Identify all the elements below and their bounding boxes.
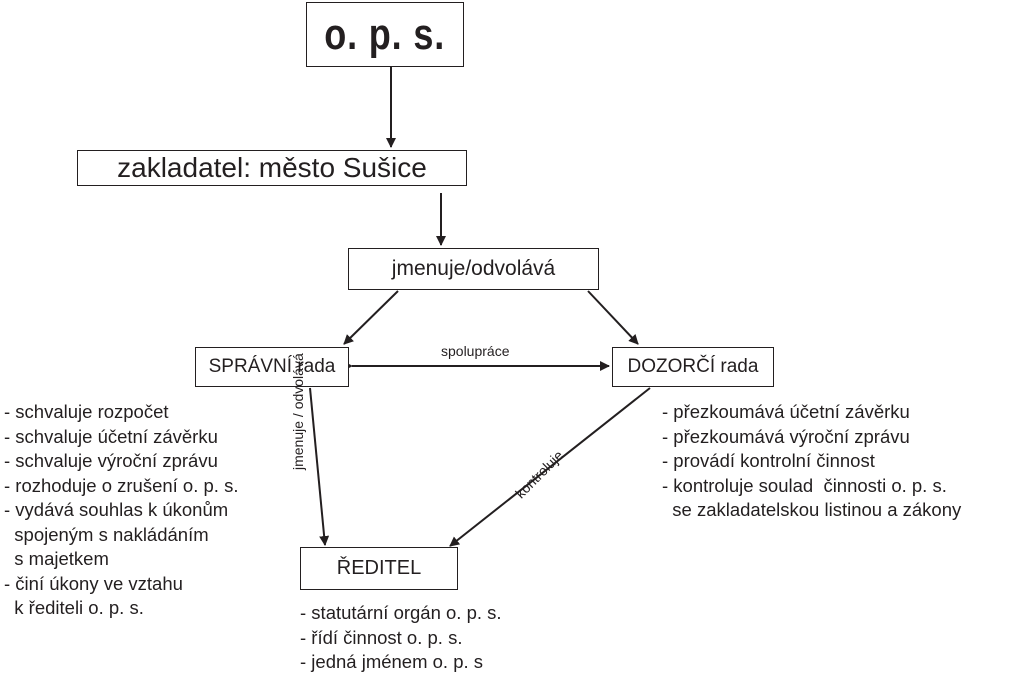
duty-item: - jedná jménem o. p. s: [300, 651, 484, 672]
duty-item: - provádí kontrolní činnost: [662, 450, 875, 471]
arrow-supervisory-board-to-director: [449, 387, 651, 547]
duty-item: - kontroluje soulad činnosti o. p. s.: [662, 474, 947, 496]
duty-item: - schvaluje rozpočet: [4, 401, 169, 422]
director-label: ŘEDITEL: [336, 557, 422, 579]
arrow-admin-board-to-director: [309, 387, 330, 546]
duty-item: k řediteli o. p. s.: [4, 597, 144, 618]
duty-item: s majetkem: [4, 548, 109, 569]
arrow-appoints-to-supervisory-board: [587, 290, 639, 345]
duty-item: - statutární orgán o. p. s.: [300, 602, 502, 623]
arrow-appoints-to-admin-board: [343, 290, 399, 345]
supervisory-board-label: DOZORČÍ rada: [627, 356, 759, 377]
duty-item: - přezkoumává výroční zprávu: [662, 425, 910, 447]
cooperation-label: spolupráce: [441, 343, 510, 359]
founder-label: zakladatel: město Sušice: [117, 152, 427, 183]
administrative-board-duties-list: - schvaluje rozpočet - schvaluje účetní …: [4, 400, 238, 621]
duty-item: - řídí činnost o. p. s.: [300, 626, 463, 648]
ops-title: o. p. s.: [324, 9, 446, 59]
director-box: ŘEDITEL: [300, 547, 458, 590]
duty-item: se zakladatelskou listinou a zákony: [662, 499, 962, 520]
duty-item: - vydává souhlas k úkonům: [4, 499, 229, 520]
administrative-board-label: SPRÁVNÍ rada: [208, 356, 336, 377]
appoints-dismisses-label: jmenuje/odvolává: [391, 257, 556, 280]
duty-item: - přezkoumává účetní závěrku: [662, 401, 910, 422]
supervisory-board-duties-list: - přezkoumává účetní závěrku - přezkoumá…: [662, 400, 961, 523]
founder-box: zakladatel: město Sušice: [77, 150, 467, 186]
ops-box: o. p. s.: [306, 2, 464, 67]
appoints-dismisses-box: jmenuje/odvolává: [348, 248, 599, 290]
administrative-board-box: SPRÁVNÍ rada: [195, 347, 349, 387]
duty-item: - schvaluje výroční zprávu: [4, 450, 218, 471]
supervisory-board-box: DOZORČÍ rada: [612, 347, 774, 387]
director-duties-list: - statutární orgán o. p. s. - řídí činno…: [300, 601, 502, 675]
duty-item: - činí úkony ve vztahu: [4, 572, 183, 594]
appoints-dismisses-edge-label: jmenuje / odvolává: [290, 353, 306, 470]
duty-item: - rozhoduje o zrušení o. p. s.: [4, 474, 239, 496]
duty-item: - schvaluje účetní závěrku: [4, 425, 218, 447]
duty-item: spojeným s nakládáním: [4, 523, 209, 545]
